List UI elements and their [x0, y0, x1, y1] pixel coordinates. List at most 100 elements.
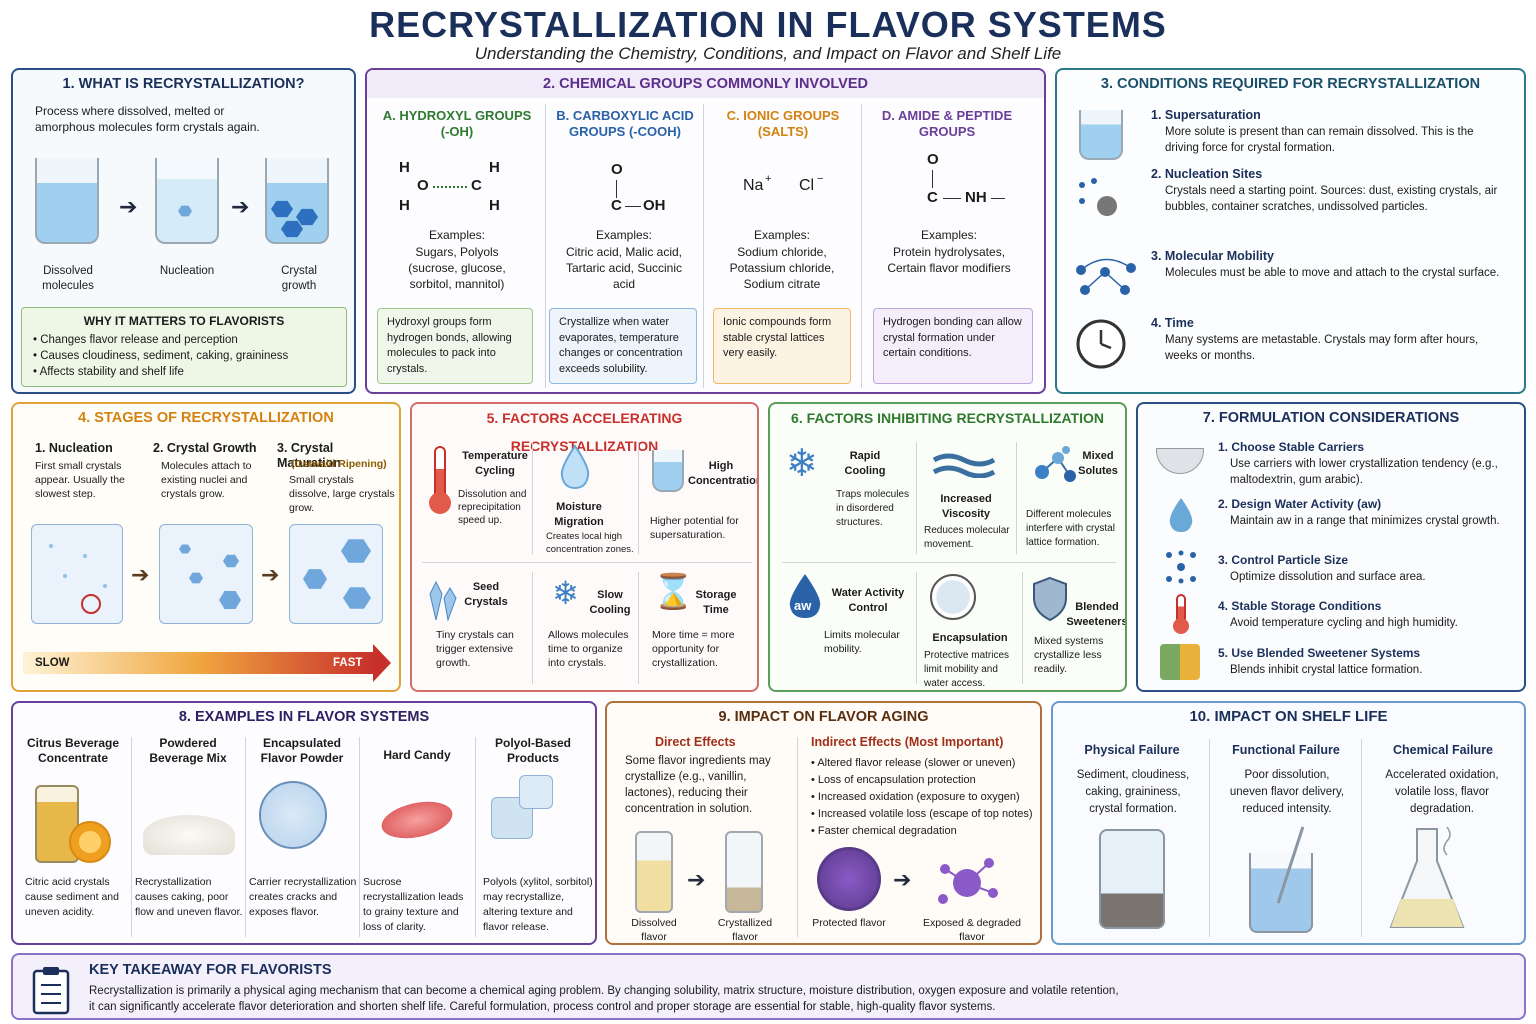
factor-name: Mixed Solutes — [1078, 450, 1118, 477]
factor-name: Slow Cooling — [589, 589, 631, 616]
step-label: Nucleation — [159, 265, 215, 277]
molecule-icon — [1076, 258, 1136, 295]
orange-slice-icon — [69, 821, 111, 863]
molecule-dot — [49, 544, 53, 548]
examples-text: Protein hydrolysates, Certain flavor mod… — [887, 245, 1011, 275]
crystal-icon — [303, 569, 327, 589]
crystal-icon — [296, 208, 318, 226]
bond-icon — [625, 206, 641, 207]
crystal-icon — [178, 205, 192, 217]
polyol-cubes-icon — [519, 775, 553, 809]
slow-label: SLOW — [35, 657, 70, 669]
jar-label: Crystallized flavor — [717, 917, 773, 943]
consideration-name: 4. Stable Storage Conditions — [1218, 599, 1382, 613]
protected-capsule-icon — [817, 847, 881, 911]
puzzle-icon — [1160, 644, 1200, 680]
stage-name: 1. Nucleation — [35, 441, 113, 455]
consideration-desc: Maintain aw in a range that minimizes cr… — [1230, 515, 1500, 527]
factor-name: Storage Time — [695, 589, 737, 616]
panel-title: 3. CONDITIONS REQUIRED FOR RECRYSTALLIZA… — [1100, 76, 1481, 92]
factor-name: Seed Crystals — [464, 581, 508, 608]
panel-title: 2. CHEMICAL GROUPS COMMONLY INVOLVED — [367, 70, 1044, 98]
condition-desc: Many systems are metastable. Crystals ma… — [1165, 334, 1479, 362]
fast-label: FAST — [333, 657, 363, 669]
arrow-icon: ➔ — [687, 867, 706, 892]
ion-label: Na — [743, 177, 764, 194]
examples-label: Examples: — [920, 228, 978, 242]
panel-conditions: 3. CONDITIONS REQUIRED FOR RECRYSTALLIZA… — [1055, 68, 1526, 394]
atom-label: H — [399, 197, 410, 214]
why-title: WHY IT MATTERS TO FLAVORISTS — [83, 314, 285, 328]
factor-name: Blended Sweeteners — [1066, 601, 1127, 628]
factor-desc: Limits molecular mobility. — [824, 629, 900, 655]
panel-title: 9. IMPACT ON FLAVOR AGING — [718, 709, 929, 725]
arrow-icon: ➔ — [119, 194, 138, 219]
arrow-icon: ➔ — [261, 562, 280, 587]
consideration-name: 2. Design Water Activity (aw) — [1218, 497, 1382, 511]
consideration-name: 3. Control Particle Size — [1218, 553, 1349, 567]
encapsulated-powder-icon — [259, 781, 327, 849]
crystal-icon — [219, 591, 241, 609]
factor-desc: More time = more opportunity for crystal… — [652, 629, 735, 669]
sediment-jar-icon — [1099, 829, 1165, 929]
consideration-desc: Avoid temperature cycling and high humid… — [1230, 617, 1458, 629]
example-name: Hard Candy — [383, 748, 451, 762]
why-list: Changes flavor release and perception Ca… — [33, 332, 289, 380]
ion-charge: + — [765, 173, 772, 185]
consideration-desc: Blends inhibit crystal lattice formation… — [1230, 664, 1423, 676]
takeaway-line: Recrystallization is primarily a physica… — [89, 985, 1119, 997]
crystal-icon — [179, 544, 191, 554]
beaker-dissolved-icon — [35, 158, 99, 244]
panel-stages: 4. STAGES OF RECRYSTALLIZATION 1. Nuclea… — [11, 402, 401, 692]
hourglass-icon: ⌛ — [652, 573, 695, 611]
arrow-icon: ➔ — [131, 562, 150, 587]
example-desc: Polyols (xylitol, sorbitol) may recrysta… — [483, 876, 593, 933]
particles-icon — [1097, 196, 1117, 216]
condition-name: 2. Nucleation Sites — [1151, 167, 1263, 181]
indirect-item: Altered flavor release (slower or uneven… — [811, 755, 1033, 772]
atom-label: O — [611, 161, 623, 178]
consideration-name: 1. Choose Stable Carriers — [1218, 440, 1365, 454]
factor-desc: Mixed systems crystallize less readily. — [1034, 635, 1104, 675]
viscous-flow-icon — [932, 453, 996, 478]
intro-text: Process where dissolved, melted or amorp… — [35, 104, 260, 134]
factor-desc: Dissolution and reprecipitation speed up… — [458, 489, 527, 526]
snowflake-icon: ❄ — [786, 443, 818, 485]
direct-title: Direct Effects — [655, 735, 736, 749]
arrow-icon: ➔ — [893, 867, 912, 892]
condition-desc: More solute is present than can remain d… — [1165, 126, 1474, 154]
failure-desc: Accelerated oxidation, volatile loss, fl… — [1385, 769, 1499, 815]
examples-label: Examples: — [428, 228, 486, 242]
factor-name: Temperature Cycling — [462, 450, 528, 477]
examples-label: Examples: — [753, 228, 811, 242]
examples-text: Sodium chloride, Potassium chloride, Sod… — [729, 245, 835, 291]
direct-text: Some flavor ingredients may crystallize … — [625, 755, 771, 815]
crystal-icon — [271, 200, 293, 218]
atom-label: C — [611, 197, 622, 214]
group-note: Hydroxyl groups form hydrogen bonds, all… — [377, 308, 533, 384]
crystal-icon — [341, 539, 371, 563]
group-name: A. HYDROXYL GROUPS (-OH) — [382, 108, 532, 139]
consideration-desc: Use carriers with lower crystallization … — [1230, 458, 1498, 486]
atom-label: H — [489, 197, 500, 214]
panel-formulation: 7. FORMULATION CONSIDERATIONS 1. Choose … — [1136, 402, 1526, 692]
ion-charge: − — [817, 173, 824, 185]
aw-symbol: aw — [794, 598, 812, 613]
panel-title: 5. FACTORS ACCELERATING RECRYSTALLIZATIO… — [486, 410, 683, 454]
water-drop-icon — [1169, 498, 1193, 532]
factor-desc: Different molecules interfere with cryst… — [1026, 509, 1115, 548]
thermometer-bulb — [429, 492, 451, 514]
stage-nucleation-icon — [31, 524, 123, 624]
shield-icon — [1033, 576, 1067, 622]
crystal-icon — [343, 587, 371, 609]
powder-pile-icon — [143, 815, 235, 855]
stage-desc: Small crystals dissolve, large crystals … — [289, 474, 395, 514]
panel-flavor-aging: 9. IMPACT ON FLAVOR AGING Direct Effects… — [605, 701, 1042, 945]
example-desc: Recrystallization causes caking, poor fl… — [135, 876, 243, 918]
stage-desc: Molecules attach to existing nuclei and … — [161, 460, 252, 500]
panel-title: 6. FACTORS INHIBITING RECRYSTALLIZATION — [791, 410, 1104, 426]
indirect-list: Altered flavor release (slower or uneven… — [811, 755, 1033, 840]
carrier-bowl-icon — [1156, 448, 1204, 474]
nucleus-highlight-icon — [81, 594, 101, 614]
panel-title: 7. FORMULATION CONSIDERATIONS — [1202, 410, 1460, 426]
